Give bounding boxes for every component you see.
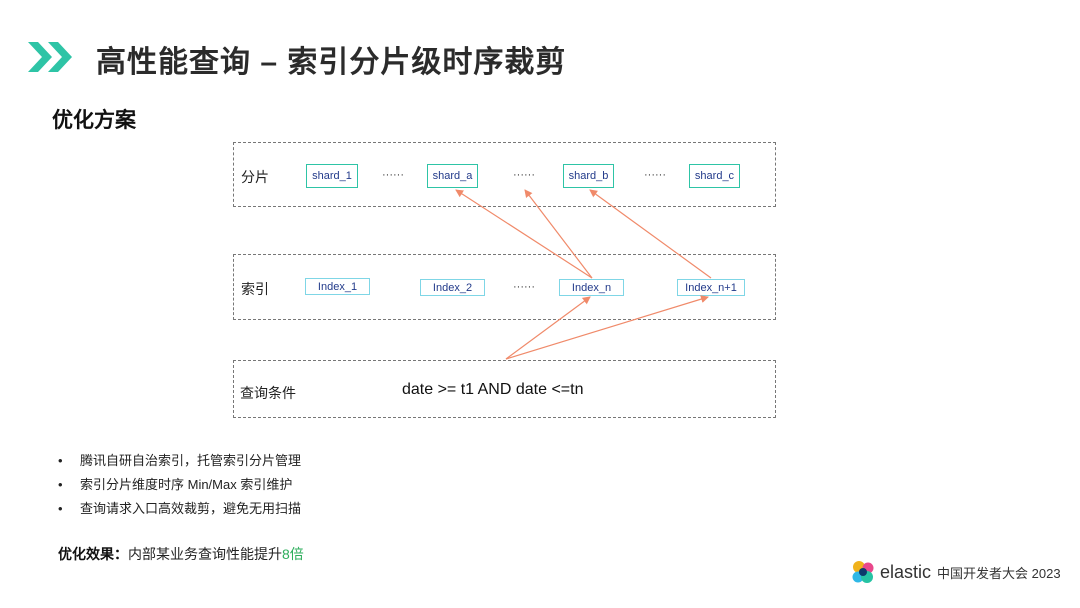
bullet-item: •腾讯自研自治索引，托管索引分片管理 <box>58 453 302 468</box>
bullet-text: 索引分片维度时序 Min/Max 索引维护 <box>80 477 293 492</box>
section-subtitle: 优化方案 <box>52 109 136 132</box>
page-title: 高性能查询 – 索引分片级时序裁剪 <box>96 46 567 79</box>
brand-name: elastic <box>880 561 932 582</box>
index-box-1: Index_1 <box>305 278 370 295</box>
index-box-n: Index_n <box>559 279 624 296</box>
shard-box-c: shard_c <box>689 164 740 188</box>
double-chevron-right-icon <box>28 42 72 72</box>
bullet-text: 腾讯自研自治索引，托管索引分片管理 <box>80 453 302 468</box>
index-box-2: Index_2 <box>420 279 485 296</box>
query-row-label: 查询条件 <box>240 385 296 401</box>
query-panel <box>233 360 776 418</box>
elastic-logo-icon <box>852 561 874 583</box>
index-ellipsis: ······ <box>513 281 535 293</box>
shard-ellipsis-2: ······ <box>513 169 535 181</box>
effect-text: 内部某业务查询性能提升 <box>128 546 282 562</box>
shard-box-1: shard_1 <box>306 164 358 188</box>
effect-label: 优化效果： <box>58 546 128 562</box>
shard-box-b: shard_b <box>563 164 614 188</box>
effect-highlight: 8倍 <box>282 546 304 562</box>
shard-box-a: shard_a <box>427 164 478 188</box>
footer-brand: elastic 中国开发者大会 2023 <box>850 557 1072 587</box>
bullet-text: 查询请求入口高效裁剪，避免无用扫描 <box>80 501 302 516</box>
index-box-n-plus-1: Index_n+1 <box>677 279 745 296</box>
shard-ellipsis-1: ······ <box>382 169 404 181</box>
shard-ellipsis-3: ······ <box>644 169 666 181</box>
bullet-list: •腾讯自研自治索引，托管索引分片管理 •索引分片维度时序 Min/Max 索引维… <box>58 452 301 524</box>
shard-row-label: 分片 <box>241 169 269 185</box>
bullet-item: •查询请求入口高效裁剪，避免无用扫描 <box>58 501 302 516</box>
bullet-item: •索引分片维度时序 Min/Max 索引维护 <box>58 477 293 492</box>
optimization-effect: 优化效果：内部某业务查询性能提升8倍 <box>58 544 304 564</box>
query-expression: date >= t1 AND date <=tn <box>402 381 584 398</box>
event-name: 中国开发者大会 2023 <box>937 565 1061 581</box>
index-row-label: 索引 <box>241 281 269 297</box>
